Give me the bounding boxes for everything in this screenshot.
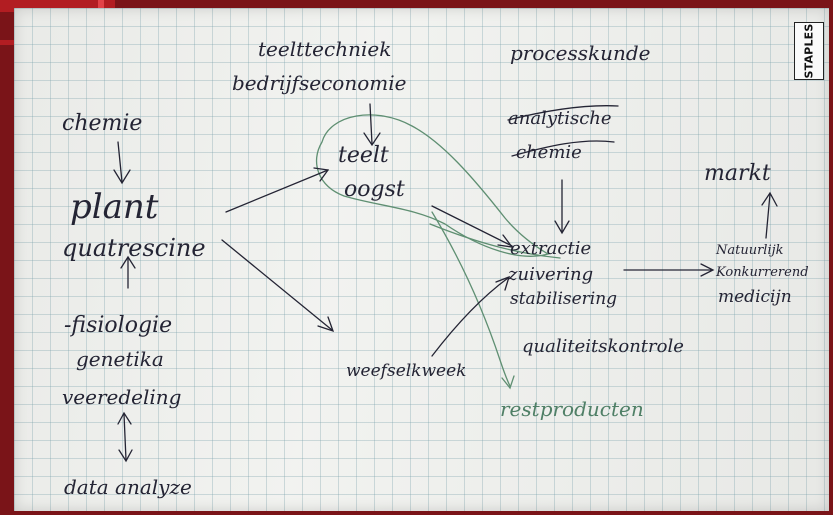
arrowhead-weefselkweek-extractie	[495, 275, 511, 291]
arrowhead-plant-teelt	[313, 167, 330, 182]
strike-through-2	[511, 140, 615, 157]
frame-accent-highlight	[98, 0, 104, 12]
note-teelttechniek: teelttechniek	[258, 37, 391, 61]
staples-label: STAPLES	[794, 22, 824, 80]
note-konkurrerend: Konkurrerend	[715, 265, 809, 280]
arrowhead-oogst-extractie	[497, 234, 514, 248]
arrowhead-teelttechniek	[363, 132, 381, 147]
note-data-analyze: data analyze	[64, 475, 192, 499]
note-chemie: chemie	[62, 111, 142, 136]
frame-accent-left	[0, 40, 18, 45]
arrowhead-quatrescine-weefselkweek	[317, 316, 335, 333]
note-scribble-chemie: chemie	[516, 142, 582, 163]
note-qualiteitskontrole: qualiteitskontrole	[522, 336, 684, 357]
arrow-plant-teelt	[225, 169, 329, 213]
arrowhead-chemie-plant	[113, 169, 131, 185]
green-connector-right	[429, 223, 561, 259]
arrow-bidirectional-data	[123, 413, 127, 461]
arrow-quatrescine-weefselkweek	[221, 239, 333, 331]
note-scribble-analytische: analytische	[508, 108, 612, 129]
note-natuurlijk: Natuurlijk	[715, 243, 784, 258]
note-bedrijfseconomie: bedrijfseconomie	[232, 71, 406, 95]
note-quatrescine: quatrescine	[62, 234, 206, 262]
arrowhead-data-down	[118, 449, 133, 463]
note-fysiologie: -fisiologie	[64, 313, 172, 338]
arrow-oogst-extractie	[431, 205, 513, 247]
note-genetika: genetika	[76, 347, 164, 371]
arrowhead-medicijn-markt	[761, 191, 778, 207]
arrow-chemie-plant	[117, 141, 123, 183]
arrow-medicijn-markt	[765, 193, 771, 239]
note-processkunde: processkunde	[510, 41, 651, 65]
arrow-teelttechniek-teelt	[369, 103, 373, 145]
note-stabilisering: stabilisering	[510, 289, 617, 309]
note-restproducten: restproducten	[500, 397, 644, 421]
note-medicijn: medicijn	[718, 287, 792, 307]
note-veredeling: veeredeling	[62, 385, 181, 409]
strike-through	[507, 105, 619, 121]
graph-paper-sheet	[14, 8, 829, 511]
arrowhead-zuivering-medicijn	[700, 263, 715, 277]
arrowhead-fysiologie	[120, 255, 136, 269]
arrowhead-processkunde	[554, 220, 570, 235]
green-arrow-restproducten	[431, 211, 511, 387]
note-plant: plant	[70, 187, 159, 227]
note-weefselkweek: weefselkweek	[346, 361, 466, 381]
note-oogst: oogst	[344, 177, 405, 202]
note-extractie: extractie	[510, 238, 591, 259]
note-teelt: teelt	[338, 143, 389, 168]
arrow-weefselkweek-extractie	[431, 277, 509, 357]
green-loop	[315, 114, 550, 257]
arrowhead-data-up	[117, 411, 132, 425]
note-markt: markt	[704, 161, 771, 186]
green-arrowhead	[501, 375, 515, 390]
note-zuivering: zuivering	[507, 264, 593, 285]
